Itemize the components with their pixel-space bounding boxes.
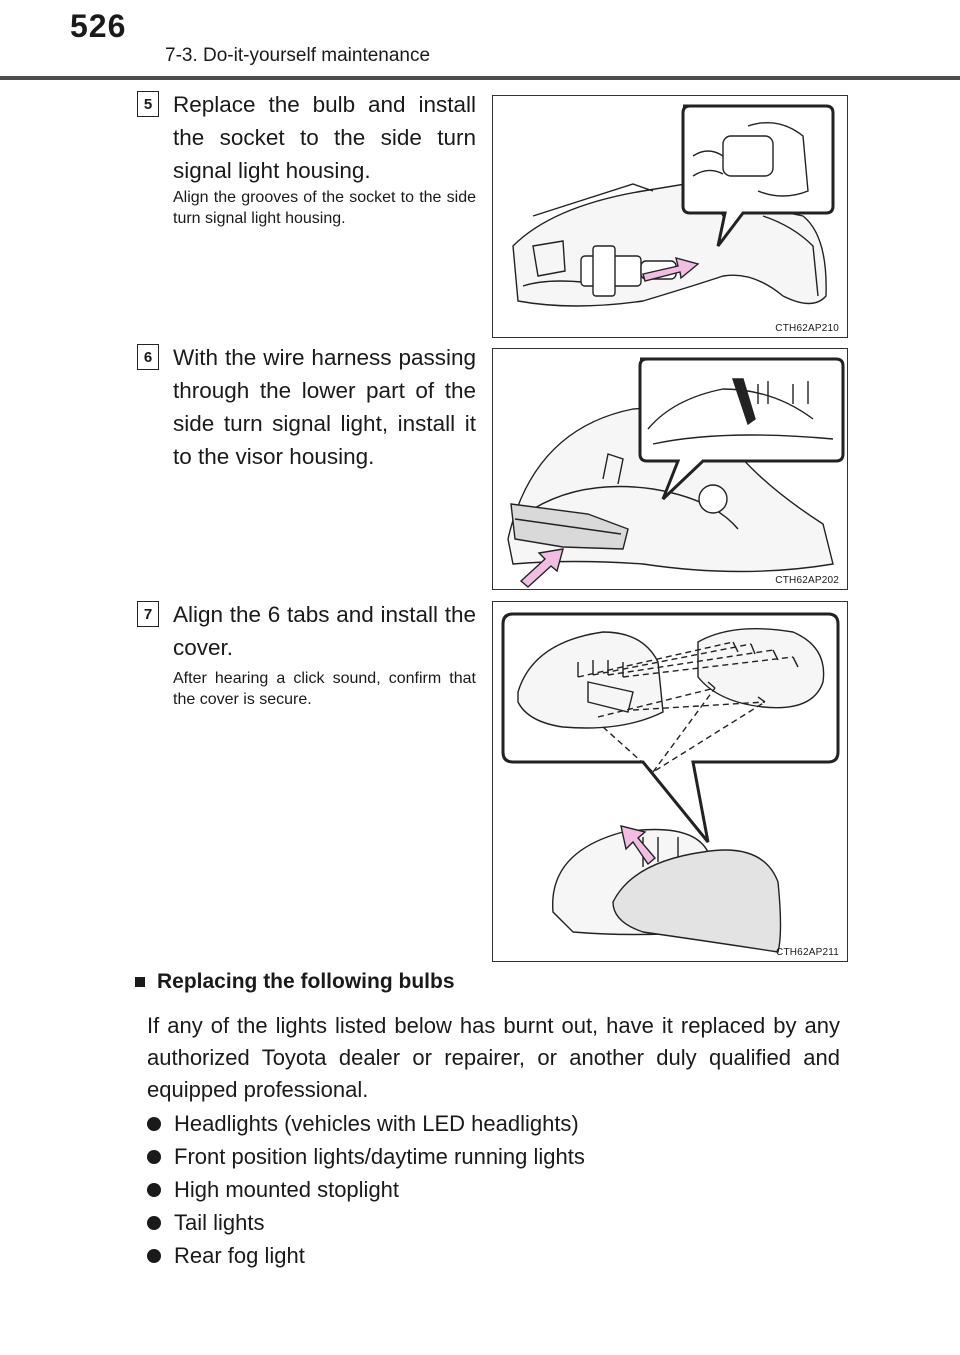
bullet-dot-icon xyxy=(147,1116,161,1131)
header-rule xyxy=(0,76,960,80)
step-5-text: Replace the bulb and install the socket … xyxy=(173,92,476,183)
figure-code: CTH62AP211 xyxy=(776,947,839,958)
bullet-dot-icon xyxy=(147,1182,161,1197)
page-number: 526 xyxy=(70,8,127,44)
list-item: Headlights (vehicles with LED headlights… xyxy=(147,1107,585,1140)
square-bullet-icon xyxy=(135,977,145,987)
sub-heading-text: Replacing the following bulbs xyxy=(157,970,455,993)
step-6-text: With the wire harness passing through th… xyxy=(173,345,476,469)
list-item: Rear fog light xyxy=(147,1239,585,1272)
step-7-note: After hearing a click sound, confirm tha… xyxy=(173,670,476,708)
list-item-label: Headlights (vehicles with LED headlights… xyxy=(174,1110,579,1136)
figure-step-7: CTH62AP211 xyxy=(492,601,848,962)
socket-install-illustration xyxy=(512,104,835,307)
figure-code: CTH62AP202 xyxy=(775,575,839,586)
step-5-badge: 5 xyxy=(137,91,159,117)
replacing-paragraph: If any of the lights listed below has bu… xyxy=(147,1013,840,1102)
cover-install-illustration xyxy=(501,612,840,953)
figure-code: CTH62AP210 xyxy=(775,323,839,334)
list-item-label: High mounted stoplight xyxy=(174,1176,400,1202)
step-7-text: Align the 6 tabs and install the cover. xyxy=(173,602,476,660)
section-title: 7-3. Do-it-yourself maintenance xyxy=(165,45,431,66)
step-6-badge: 6 xyxy=(137,344,159,370)
list-item-label: Front position lights/daytime running li… xyxy=(174,1143,585,1169)
bullet-dot-icon xyxy=(147,1149,161,1164)
bullet-dot-icon xyxy=(147,1215,161,1230)
bulb-list: Headlights (vehicles with LED headlights… xyxy=(147,1107,585,1272)
figure-step-5: CTH62AP210 xyxy=(492,95,848,338)
step-5-note: Align the grooves of the socket to the s… xyxy=(173,189,476,227)
list-item: Front position lights/daytime running li… xyxy=(147,1140,585,1173)
step-7-badge: 7 xyxy=(137,601,159,627)
sub-heading: Replacing the following bulbs xyxy=(135,970,455,994)
list-item: Tail lights xyxy=(147,1206,585,1239)
bullet-dot-icon xyxy=(147,1248,161,1263)
visor-install-illustration xyxy=(507,357,845,588)
list-item-label: Rear fog light xyxy=(174,1242,305,1268)
list-item-label: Tail lights xyxy=(174,1209,265,1235)
figure-step-6: CTH62AP202 xyxy=(492,348,848,590)
list-item: High mounted stoplight xyxy=(147,1173,585,1206)
